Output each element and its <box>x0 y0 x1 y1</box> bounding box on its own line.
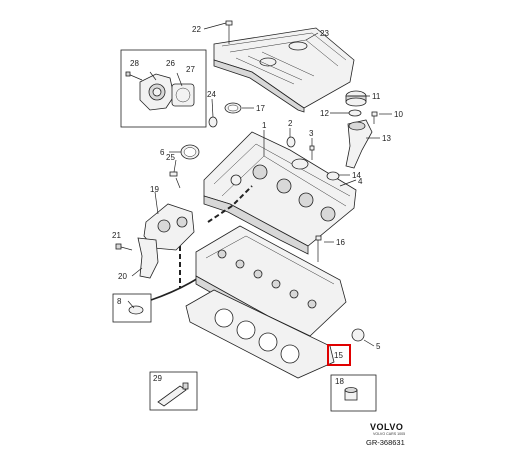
callout-10[interactable]: 10 <box>394 110 403 119</box>
plug-5[interactable] <box>351 328 365 342</box>
oil-filler-cap[interactable] <box>345 90 367 107</box>
callout-5[interactable]: 5 <box>376 342 381 351</box>
brand-block: VOLVO VOLVO CARS 1005 GR-368631 <box>366 422 405 447</box>
callout-12[interactable]: 12 <box>320 109 329 118</box>
bolt-22[interactable] <box>225 20 233 44</box>
drawing-code: GR-368631 <box>366 438 405 447</box>
callout-3[interactable]: 3 <box>309 129 314 138</box>
callout-6[interactable]: 6 <box>160 148 165 157</box>
head-gasket[interactable] <box>185 289 335 379</box>
callout-29[interactable]: 29 <box>153 374 162 383</box>
callout-25[interactable]: 25 <box>166 153 175 162</box>
callout-1[interactable]: 1 <box>262 121 267 130</box>
callout-16[interactable]: 16 <box>336 238 345 247</box>
highlight-box-15 <box>327 344 351 366</box>
callout-22[interactable]: 22 <box>192 25 201 34</box>
inset-box-thermostat <box>120 49 207 128</box>
seal-8-inset <box>112 293 152 323</box>
oring-6[interactable] <box>180 144 200 160</box>
housing-13[interactable] <box>345 119 373 169</box>
callout-2[interactable]: 2 <box>288 119 293 128</box>
bolt-21[interactable] <box>115 243 133 251</box>
bracket-19[interactable] <box>137 203 195 279</box>
callout-14[interactable]: 14 <box>352 171 361 180</box>
valve-cover[interactable] <box>213 27 355 113</box>
callout-8[interactable]: 8 <box>117 297 122 306</box>
callout-21[interactable]: 21 <box>112 231 121 240</box>
callout-20[interactable]: 20 <box>118 272 127 281</box>
dashed-connector <box>179 185 253 288</box>
callout-13[interactable]: 13 <box>382 134 391 143</box>
callout-26[interactable]: 26 <box>166 59 175 68</box>
callout-23[interactable]: 23 <box>320 29 329 38</box>
bolt-16[interactable] <box>315 235 322 262</box>
callout-4[interactable]: 4 <box>358 177 363 186</box>
callout-labels: 22 23 28 26 27 24 17 11 12 10 1 2 3 13 6… <box>112 25 403 386</box>
seal-24[interactable] <box>208 116 218 128</box>
sealant-tube-inset <box>149 371 198 411</box>
callout-28[interactable]: 28 <box>130 59 139 68</box>
seal-2[interactable] <box>286 136 296 148</box>
bolt-3[interactable] <box>309 145 315 160</box>
callout-17[interactable]: 17 <box>256 104 265 113</box>
callout-15[interactable]: 15 <box>334 351 343 360</box>
callout-18[interactable]: 18 <box>335 377 344 386</box>
seal-14[interactable] <box>326 171 340 181</box>
plug-18-inset <box>330 374 377 412</box>
leader-lines <box>127 22 392 347</box>
callout-19[interactable]: 19 <box>150 185 159 194</box>
callout-11[interactable]: 11 <box>372 92 381 101</box>
bolt-10[interactable] <box>371 111 378 124</box>
brand-subtext: VOLVO CARS 1005 <box>373 432 405 436</box>
camshaft-housing[interactable] <box>203 131 357 255</box>
callout-24[interactable]: 24 <box>207 90 216 99</box>
plug-25[interactable] <box>169 171 181 189</box>
callout-27[interactable]: 27 <box>186 65 195 74</box>
gasket-17[interactable] <box>224 102 242 114</box>
seal-12[interactable] <box>348 109 362 117</box>
brand-name: VOLVO <box>370 422 403 432</box>
